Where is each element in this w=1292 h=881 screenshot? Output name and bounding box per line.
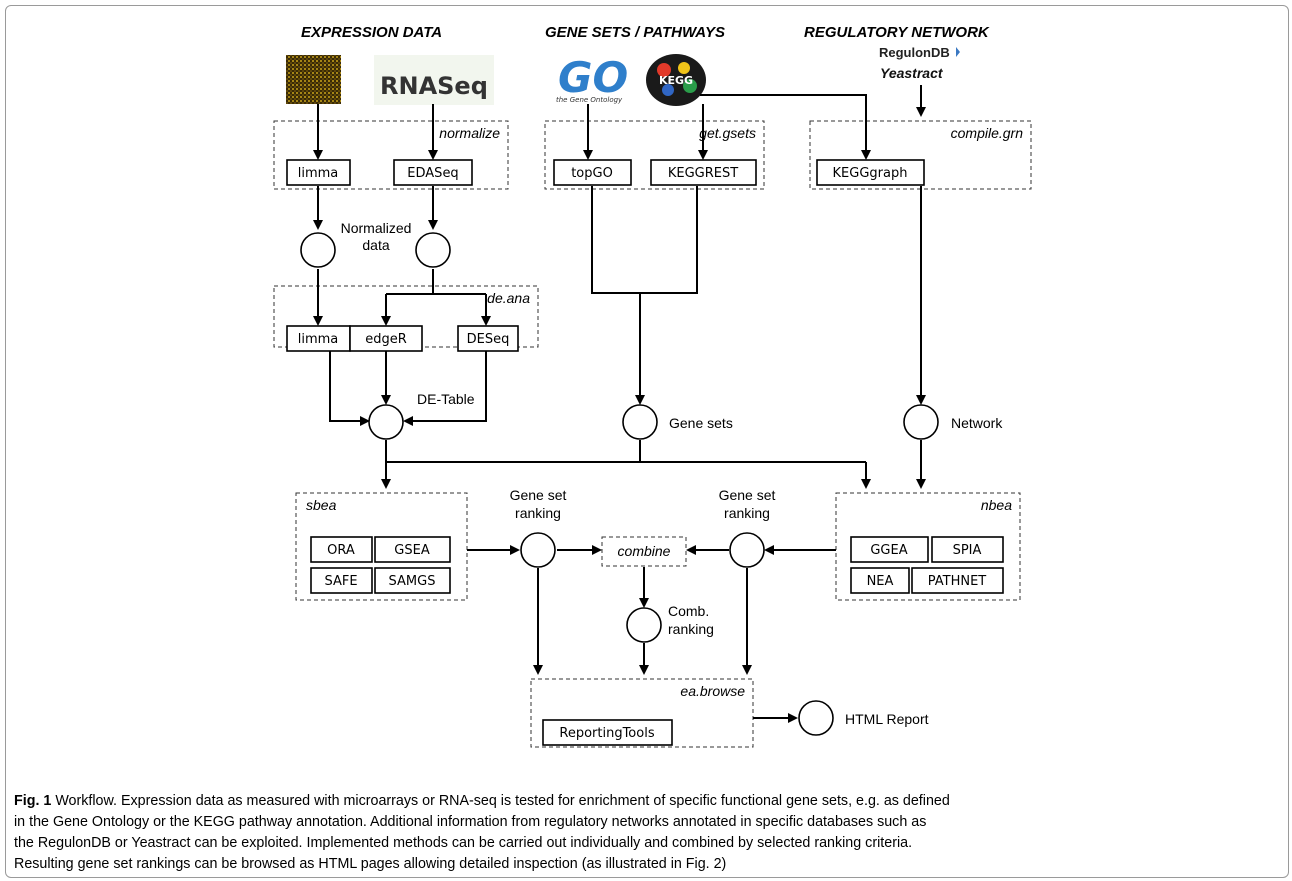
svg-text:ORA: ORA	[327, 543, 355, 558]
tool-pathnet: PATHNET	[911, 567, 1004, 594]
svg-text:limma: limma	[298, 166, 339, 181]
node-normalized-limma	[300, 232, 336, 268]
group-nbea-label: nbea	[981, 497, 1012, 513]
microarray-logo	[286, 55, 341, 104]
node-network-label: Network	[951, 415, 1003, 431]
node-comb-ranking	[626, 607, 662, 643]
tool-topgo: topGO	[553, 159, 632, 186]
section-regulatory-network: REGULATORY NETWORK	[804, 24, 990, 41]
go-logo-text: GO	[558, 53, 628, 102]
node-ranking-nbea	[729, 532, 765, 568]
node-comb-ranking-label-2: ranking	[668, 621, 714, 637]
svg-text:KEGGgraph: KEGGgraph	[833, 166, 908, 181]
group-combine-label: combine	[618, 543, 671, 559]
tool-gsea: GSEA	[374, 536, 451, 563]
svg-text:limma: limma	[298, 332, 339, 347]
tool-safe: SAFE	[310, 567, 373, 594]
regulondb-logo-text: RegulonDB	[879, 45, 950, 60]
go-logo: GO the Gene Ontology	[556, 53, 628, 104]
group-de-ana-label: de.ana	[487, 290, 530, 306]
node-comb-ranking-label-1: Comb.	[668, 603, 709, 619]
tool-edger: edgeR	[349, 325, 423, 352]
regulondb-logo: RegulonDB	[879, 45, 960, 60]
svg-text:GGEA: GGEA	[870, 543, 907, 558]
tool-nea: NEA	[850, 567, 910, 594]
node-normalized-edaseq	[415, 232, 451, 268]
tool-limma-de: limma	[286, 325, 351, 352]
node-ranking-sbea-label-1: Gene set	[510, 487, 567, 503]
tool-kegggraph: KEGGgraph	[816, 159, 925, 186]
svg-text:DESeq: DESeq	[467, 332, 510, 347]
group-get-gsets-label: get.gsets	[699, 125, 756, 141]
caption-label: Fig. 1	[14, 793, 52, 809]
node-ranking-sbea	[520, 532, 556, 568]
section-expression-data: EXPRESSION DATA	[301, 24, 442, 41]
figure-caption: Fig. 1 Workflow. Expression data as meas…	[14, 791, 1279, 875]
node-normalized-label-1: Normalized	[341, 220, 412, 236]
yeastract-logo: Yeastract	[880, 65, 944, 81]
node-de-table	[368, 404, 404, 440]
svg-text:SAMGS: SAMGS	[389, 574, 436, 589]
group-compile-grn-label: compile.grn	[951, 125, 1024, 141]
group-sbea-label: sbea	[306, 497, 337, 513]
group-ea-browse: ea.browse	[530, 678, 754, 748]
group-ea-browse-label: ea.browse	[680, 683, 745, 699]
tool-ora: ORA	[310, 536, 373, 563]
svg-text:NEA: NEA	[867, 574, 894, 589]
caption-line-2: in the Gene Ontology or the KEGG pathway…	[14, 814, 927, 830]
node-html-report-label: HTML Report	[845, 711, 929, 727]
svg-text:topGO: topGO	[571, 166, 613, 181]
group-normalize-label: normalize	[439, 125, 500, 141]
figure-frame	[5, 5, 1289, 878]
edges	[313, 85, 926, 723]
group-normalize: normalize	[273, 120, 509, 190]
rnaseq-logo: RNASeq	[374, 55, 494, 105]
group-sbea: sbea	[295, 492, 468, 601]
tool-ggea: GGEA	[850, 536, 929, 563]
svg-text:GSEA: GSEA	[394, 543, 430, 558]
node-ranking-nbea-label-2: ranking	[724, 505, 770, 521]
kegg-logo: KEGG	[646, 54, 706, 106]
svg-text:KEGGREST: KEGGREST	[668, 166, 738, 181]
kegg-logo-text: KEGG	[659, 74, 693, 87]
node-network	[903, 404, 939, 440]
node-gene-sets	[622, 404, 658, 440]
tool-spia: SPIA	[931, 536, 1004, 563]
node-ranking-sbea-label-2: ranking	[515, 505, 561, 521]
node-normalized-label-2: data	[362, 237, 389, 253]
tool-edaseq: EDASeq	[393, 159, 473, 186]
caption-line-4: Resulting gene set rankings can be brows…	[14, 856, 727, 872]
node-gene-sets-label: Gene sets	[669, 415, 733, 431]
svg-text:edgeR: edgeR	[365, 332, 407, 347]
section-gene-sets-pathways: GENE SETS / PATHWAYS	[545, 24, 725, 41]
svg-text:ReportingTools: ReportingTools	[559, 726, 654, 741]
group-nbea: nbea	[835, 492, 1021, 601]
tool-deseq: DESeq	[457, 325, 519, 352]
tool-keggrest: KEGGREST	[650, 159, 757, 186]
node-de-table-label: DE-Table	[417, 391, 475, 407]
caption-line-3: the RegulonDB or Yeastract can be exploi…	[14, 835, 913, 851]
node-html-report	[798, 700, 834, 736]
caption-line-1: Workflow. Expression data as measured wi…	[51, 793, 950, 809]
rnaseq-logo-text: RNASeq	[380, 72, 488, 100]
workflow-diagram: EXPRESSION DATA GENE SETS / PATHWAYS REG…	[273, 24, 1032, 748]
go-logo-subtitle: the Gene Ontology	[556, 96, 623, 104]
svg-text:PATHNET: PATHNET	[928, 574, 987, 589]
svg-text:EDASeq: EDASeq	[407, 166, 458, 181]
group-combine: combine	[601, 536, 687, 567]
group-get-gsets: get.gsets	[544, 120, 765, 190]
svg-text:SPIA: SPIA	[953, 543, 982, 558]
tool-limma-normalize: limma	[286, 159, 351, 186]
tool-reportingtools: ReportingTools	[542, 719, 673, 746]
svg-text:SAFE: SAFE	[324, 574, 357, 589]
node-ranking-nbea-label-1: Gene set	[719, 487, 776, 503]
tool-samgs: SAMGS	[374, 567, 451, 594]
